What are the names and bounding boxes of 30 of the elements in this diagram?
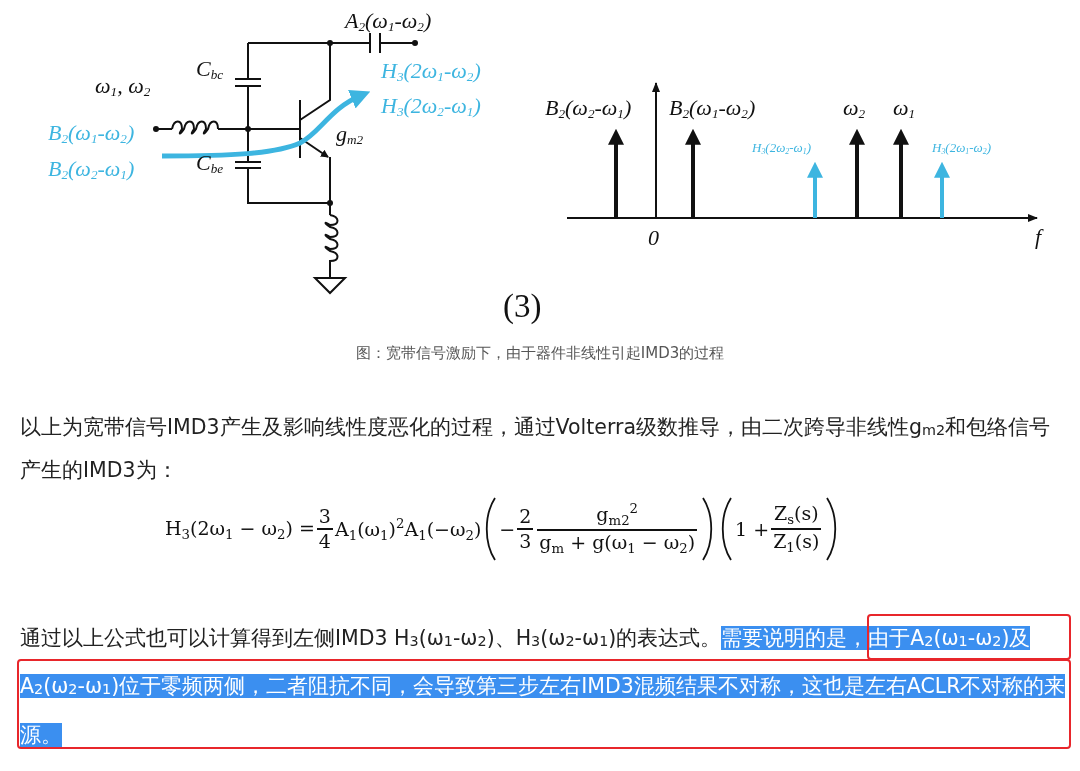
- spectrum-label: B$_{2}$(ω$_{1}$-ω$_{2}$): [669, 97, 756, 121]
- signal-label: ω$_{1}$, ω$_{2}$: [95, 75, 151, 99]
- numerator: 2: [518, 504, 533, 529]
- axis-label: f: [1035, 226, 1042, 248]
- signal-label: H$_{3}$(2ω$_{2}$-ω$_{1}$): [381, 95, 481, 119]
- figure-caption: 图：宽带信号激励下，由于器件非线性引起IMD3的过程: [354, 344, 726, 363]
- spectrum-label: H$_{3}$(2ω$_{1}$-ω$_{2}$): [932, 141, 991, 156]
- spectrum-label: B$_{2}$(ω$_{2}$-ω$_{1}$): [545, 97, 632, 121]
- axis-label: 0: [648, 227, 659, 249]
- denominator: Z$_{1}$(s): [772, 529, 821, 557]
- spectrum-label: ω$_{1}$: [893, 97, 916, 121]
- formula-term: H$_{3}$(2ω$_{1}$ − ω$_{2}$) =: [165, 516, 315, 542]
- component-label: C$_{bc}$: [196, 58, 224, 82]
- signal-label: H$_{3}$(2ω$_{1}$-ω$_{2}$): [381, 60, 481, 84]
- formula-term: A$_{1}$(ω$_{1}$)$^{2}$A$_{1}$(−ω$_{2}$): [334, 515, 482, 543]
- denominator: 4: [317, 529, 332, 554]
- figure-number: (3): [503, 290, 542, 323]
- component-label: g$_{m2}$: [336, 123, 364, 147]
- signal-label: B$_{2}$(ω$_{2}$-ω$_{1}$): [48, 158, 135, 182]
- signal-label: B$_{2}$(ω$_{1}$-ω$_{2}$): [48, 122, 135, 146]
- spectrum-label: H$_{3}$(2ω$_{2}$-ω$_{1}$): [752, 141, 811, 156]
- spectrum-label: ω$_{2}$: [843, 97, 866, 121]
- signal-label: A$_{2}$(ω$_{1}$-ω$_{2}$): [345, 10, 432, 34]
- denominator: 3: [518, 529, 533, 554]
- formula-term: −: [499, 518, 516, 540]
- formula-term: 1 +: [735, 518, 770, 540]
- denominator: g$_{m}$ + g(ω$_{1}$ − ω$_{2}$): [538, 530, 697, 558]
- numerator: Z$_{s}$(s): [772, 501, 820, 529]
- component-label: C$_{be}$: [196, 152, 224, 176]
- numerator: 3: [317, 504, 332, 529]
